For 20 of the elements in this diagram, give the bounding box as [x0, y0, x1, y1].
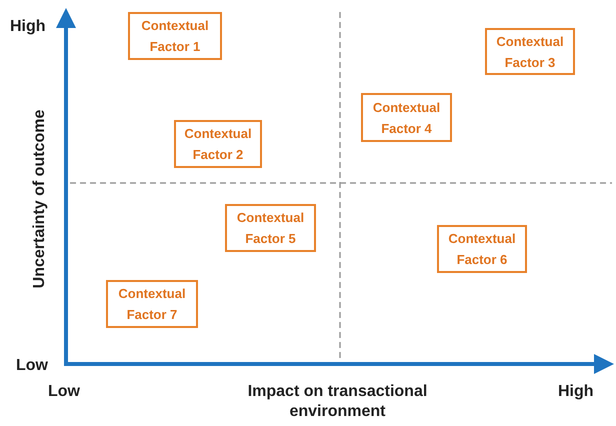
factor-box	[128, 12, 222, 60]
axis-tick-label: Low	[48, 383, 80, 401]
factor-label: Contextual Factor 2	[183, 125, 253, 164]
axis-tick-label: High	[558, 383, 594, 401]
factor-box	[437, 225, 527, 273]
factor-box	[485, 28, 575, 75]
factor-label: Contextual Factor 1	[140, 17, 210, 56]
factor-box	[361, 93, 452, 142]
factor-label: Contextual Factor 6	[447, 230, 517, 269]
factor-label: Contextual Factor 7	[117, 285, 187, 324]
factor-label: Contextual Factor 4	[372, 98, 442, 138]
axis-title: Impact on transactional environment	[246, 382, 428, 422]
factor-label: Contextual Factor 3	[495, 32, 565, 72]
axis-tick-label: High	[10, 18, 46, 36]
factor-box	[106, 280, 198, 328]
axis-title: Uncertainty of outcome	[31, 108, 49, 290]
factor-box	[225, 204, 316, 252]
factor-box	[174, 120, 262, 168]
factor-label: Contextual Factor 5	[236, 209, 306, 248]
axis-tick-label: Low	[16, 357, 48, 375]
